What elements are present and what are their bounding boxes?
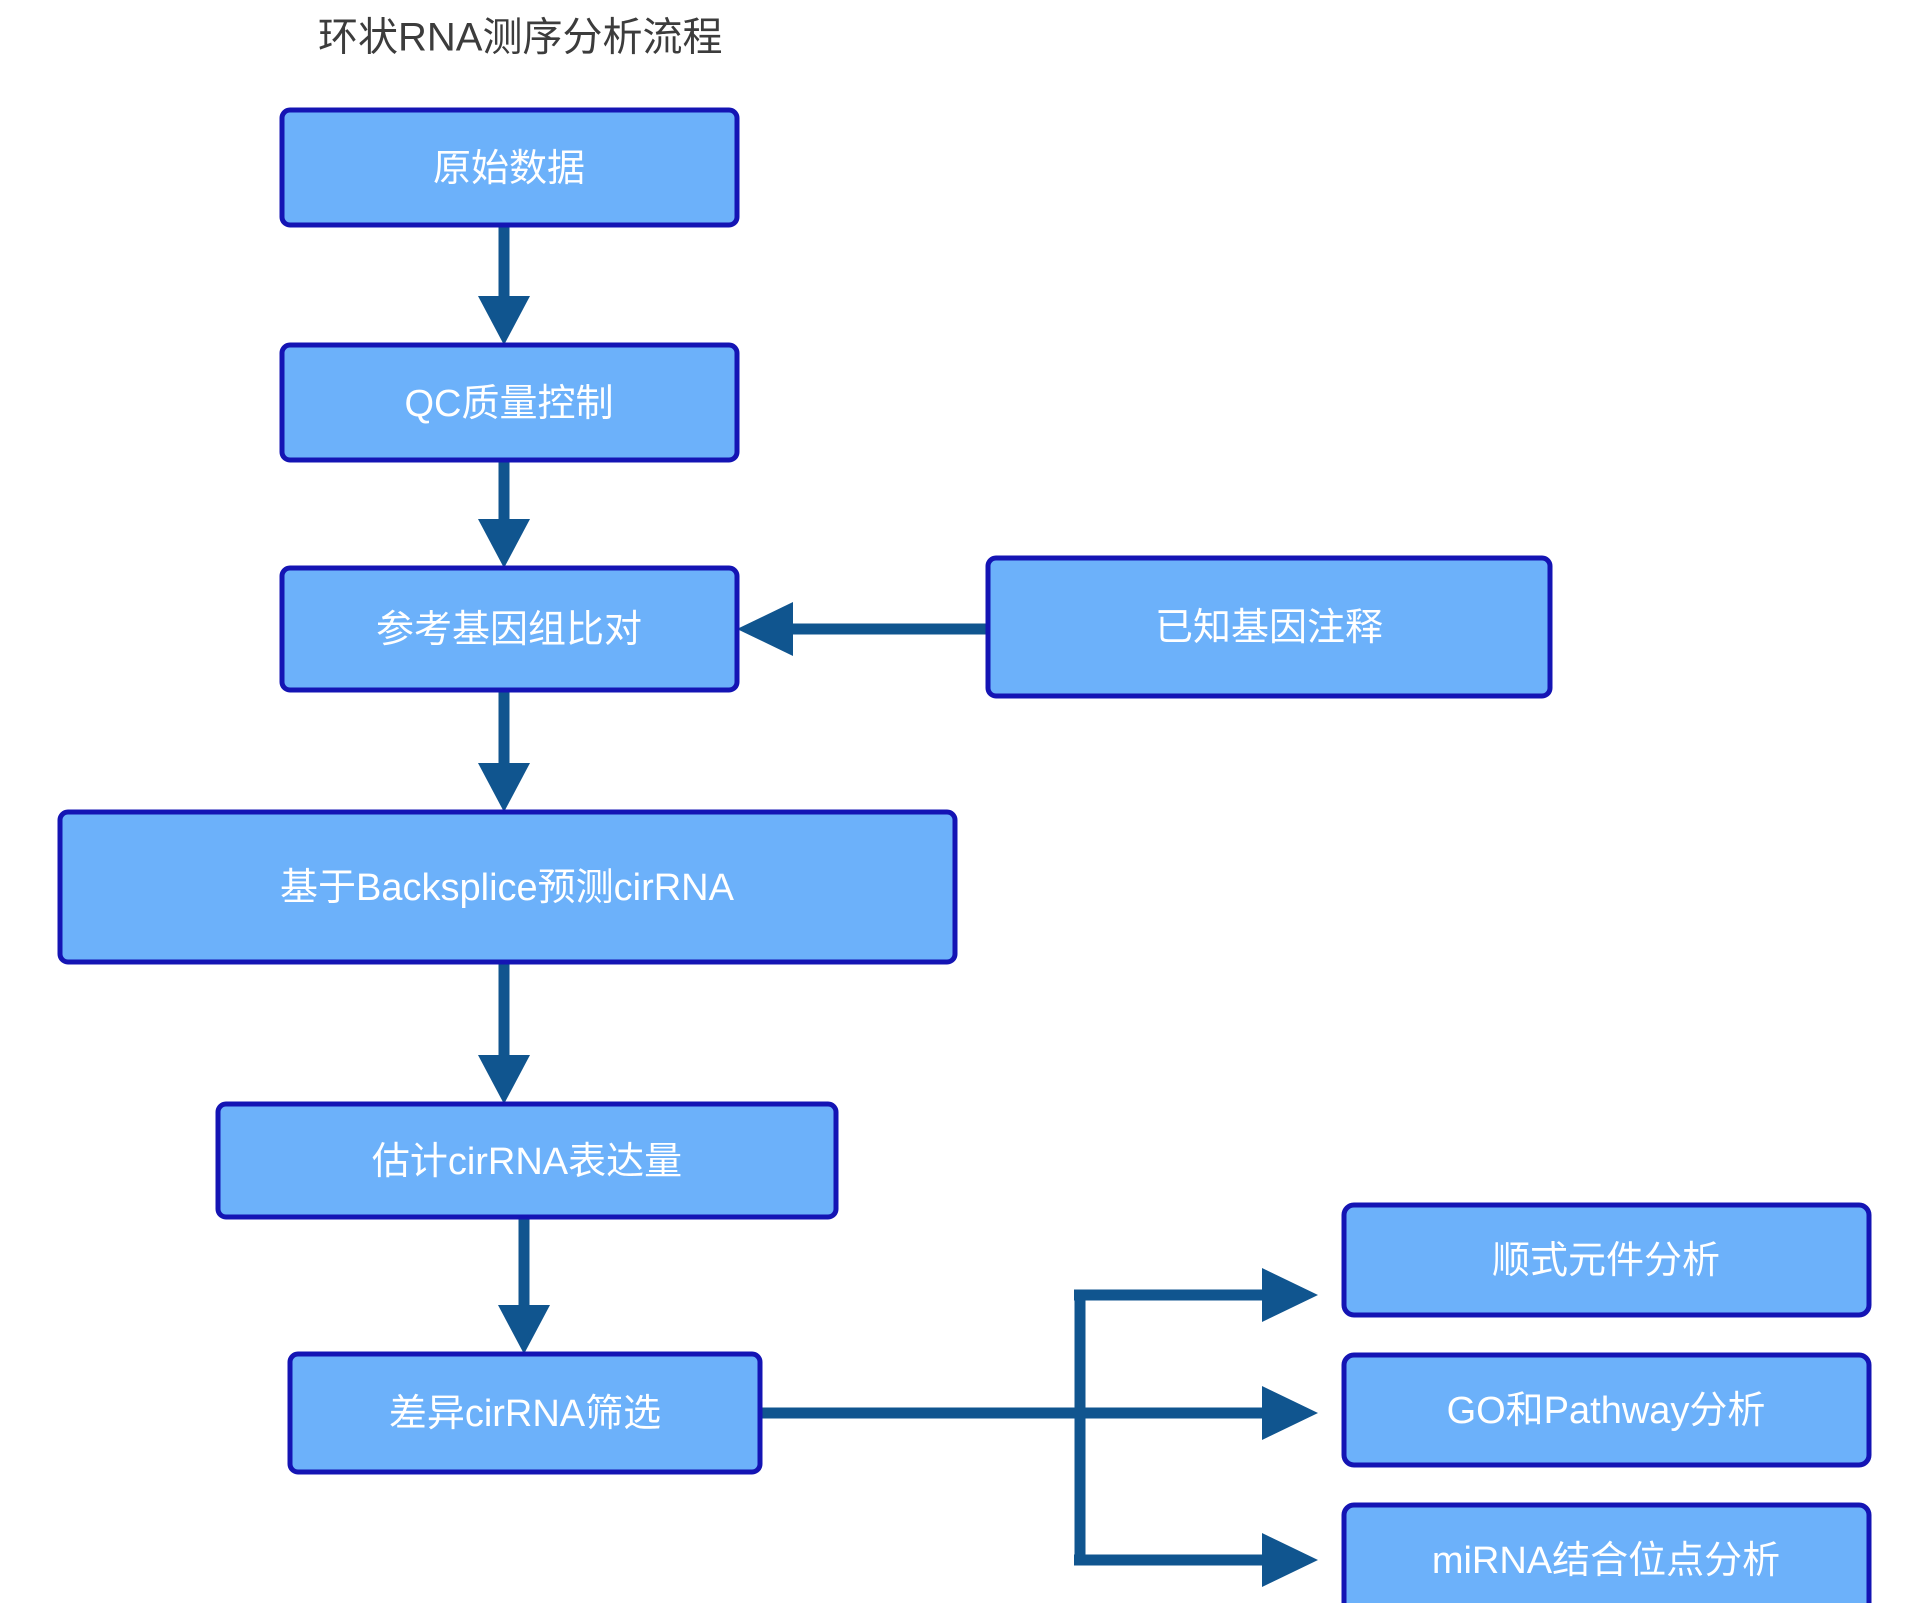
- node-layer: 原始数据 QC质量控制 参考基因组比对 已知基因注释 基于Backsplice预…: [57, 107, 1872, 1603]
- node-cis-element-rect[interactable]: [1341, 1202, 1872, 1318]
- node-raw-data[interactable]: 原始数据: [279, 107, 740, 228]
- node-raw-data-rect[interactable]: [279, 107, 740, 228]
- node-mirna-site-label: miRNA结合位点分析: [1432, 1540, 1780, 1582]
- page-title: 环状RNA测序分析流程: [318, 16, 722, 60]
- edge-diff-screen-to-go-pathway: [1262, 1386, 1318, 1440]
- edge-diff-screen-to-mirna-site: [1074, 1533, 1318, 1587]
- node-backsplice-rect[interactable]: [57, 809, 958, 965]
- node-backsplice-label: 基于Backsplice预测cirRNA: [280, 867, 735, 909]
- node-expression-label: 估计cirRNA表达量: [372, 1141, 682, 1183]
- edge-gene-annotation-to-genome-align: [737, 602, 988, 656]
- node-expression-rect[interactable]: [215, 1101, 839, 1220]
- node-gene-annotation-label: 已知基因注释: [1155, 607, 1383, 649]
- node-go-pathway[interactable]: GO和Pathway分析: [1341, 1352, 1872, 1468]
- node-mirna-site-rect[interactable]: [1341, 1502, 1872, 1603]
- edge-expression-to-diff-screen: [498, 1217, 550, 1354]
- node-qc-label: QC质量控制: [404, 383, 613, 425]
- node-qc[interactable]: QC质量控制: [279, 342, 740, 463]
- node-gene-annotation-rect[interactable]: [985, 555, 1553, 699]
- node-diff-screen-label: 差异cirRNA筛选: [389, 1393, 661, 1435]
- node-qc-rect[interactable]: [279, 342, 740, 463]
- node-genome-align-rect[interactable]: [279, 565, 740, 693]
- node-diff-screen-rect[interactable]: [287, 1351, 763, 1475]
- node-gene-annotation[interactable]: 已知基因注释: [985, 555, 1553, 699]
- node-go-pathway-rect[interactable]: [1341, 1352, 1872, 1468]
- node-genome-align[interactable]: 参考基因组比对: [279, 565, 740, 693]
- node-go-pathway-label: GO和Pathway分析: [1447, 1390, 1766, 1432]
- node-mirna-site[interactable]: miRNA结合位点分析: [1341, 1502, 1872, 1603]
- node-raw-data-label: 原始数据: [433, 148, 585, 190]
- node-cis-element[interactable]: 顺式元件分析: [1341, 1202, 1872, 1318]
- edge-raw-data-to-qc: [478, 225, 530, 345]
- node-cis-element-label: 顺式元件分析: [1492, 1240, 1720, 1282]
- node-backsplice[interactable]: 基于Backsplice预测cirRNA: [57, 809, 958, 965]
- edge-genome-align-to-backsplice: [478, 690, 530, 812]
- node-diff-screen[interactable]: 差异cirRNA筛选: [287, 1351, 763, 1475]
- edge-qc-to-genome-align: [478, 460, 530, 568]
- edge-diff-screen-to-cis-element: [1074, 1268, 1318, 1322]
- edge-layer: [478, 225, 1318, 1587]
- node-expression[interactable]: 估计cirRNA表达量: [215, 1101, 839, 1220]
- node-genome-align-label: 参考基因组比对: [376, 609, 642, 651]
- edge-backsplice-to-expression: [478, 962, 530, 1104]
